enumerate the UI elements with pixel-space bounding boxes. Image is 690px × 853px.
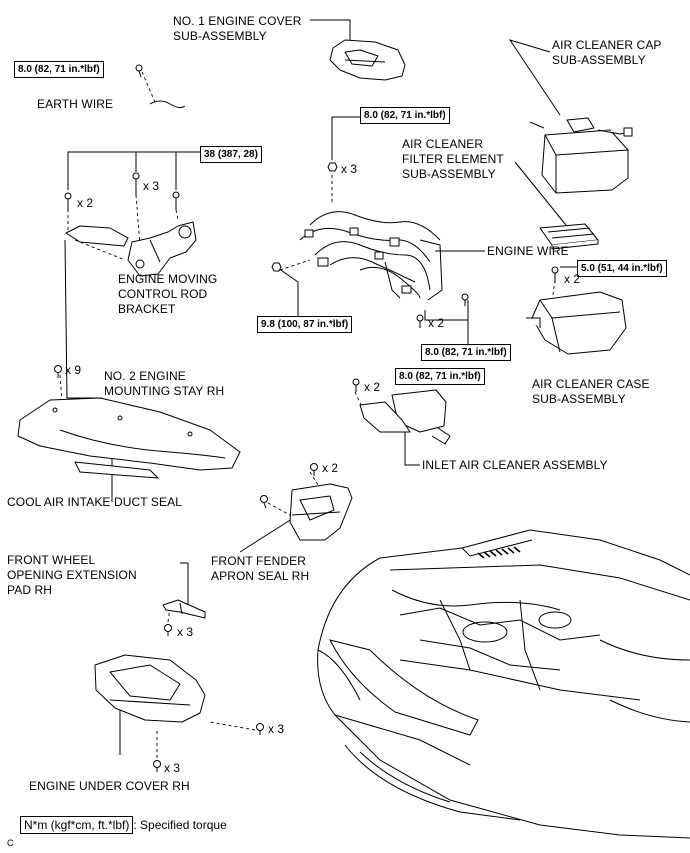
air-cleaner-case-part bbox=[526, 291, 627, 355]
clip-icon bbox=[260, 495, 268, 509]
cool-air-intake-label: COOL AIR INTAKE DUCT SEAL bbox=[7, 495, 182, 509]
mounting-stay-label: NO. 2 ENGINE MOUNTING STAY RH bbox=[104, 369, 225, 398]
corner-code: C bbox=[7, 838, 14, 848]
torque-legend: N*m (kgf*cm, ft.*lbf): Specified torque bbox=[20, 816, 227, 834]
engine-cover-label: NO. 1 ENGINE COVER SUB-ASSEMBLY bbox=[173, 14, 302, 43]
wheel-pad-qty: x 3 bbox=[177, 625, 194, 639]
nut-icon bbox=[271, 262, 282, 272]
fasteners bbox=[54, 64, 559, 772]
control-rod-bracket-part bbox=[127, 221, 197, 277]
mounting-stay-part bbox=[65, 225, 129, 247]
engine-cover-part bbox=[329, 39, 406, 81]
engine-under-cover-label: ENGINE UNDER COVER RH bbox=[29, 779, 190, 793]
clip-icon bbox=[164, 624, 172, 636]
engine-wire-lower-qty: x 2 bbox=[428, 316, 445, 330]
under-cover-right-qty: x 3 bbox=[268, 722, 285, 736]
control-rod-bracket-label: ENGINE MOVING CONTROL ROD BRACKET bbox=[118, 272, 218, 316]
air-cleaner-cap-part bbox=[529, 117, 633, 194]
air-cleaner-case-qty: x 2 bbox=[564, 272, 581, 286]
wheel-pad-part bbox=[162, 599, 206, 619]
legend-torque-text: : Specified torque bbox=[133, 818, 227, 832]
bolt-icon bbox=[416, 314, 424, 328]
bolt-icon bbox=[172, 191, 180, 210]
engine-wire-label: ENGINE WIRE bbox=[487, 244, 569, 258]
air-cleaner-case-torque: 5.0 (51, 44 in.*lbf) bbox=[577, 260, 667, 277]
clip-icon bbox=[256, 723, 264, 735]
fender-apron-qty: x 2 bbox=[322, 461, 339, 475]
inlet-air-cleaner-label: INLET AIR CLEANER ASSEMBLY bbox=[422, 458, 608, 472]
engine-wire-harness-part bbox=[299, 211, 443, 301]
clip-icon bbox=[310, 463, 318, 476]
bolt-icon bbox=[551, 266, 559, 283]
under-cover-bottom-qty: x 3 bbox=[164, 761, 181, 775]
mounting-stay-qty: x 9 bbox=[65, 363, 82, 377]
bolt-icon bbox=[135, 64, 143, 78]
rod-bracket-torque: 38 (387, 28) bbox=[200, 146, 262, 163]
filter-element-label: AIR CLEANER FILTER ELEMENT SUB-ASSEMBLY bbox=[402, 137, 504, 181]
bolt-icon bbox=[64, 192, 72, 212]
bolt-icon bbox=[461, 293, 469, 306]
hood-vent bbox=[477, 546, 521, 559]
bolt-icon bbox=[132, 172, 140, 196]
engine-wire-top-torque: 8.0 (82, 71 in.*lbf) bbox=[360, 107, 450, 124]
front-wheel-pad-label: FRONT WHEEL OPENING EXTENSION PAD RH bbox=[7, 553, 137, 597]
air-filter-element-part bbox=[539, 223, 599, 250]
air-cleaner-cap-label: AIR CLEANER CAP SUB-ASSEMBLY bbox=[552, 38, 662, 67]
rod-bracket-mid-qty: x 3 bbox=[143, 179, 160, 193]
fender-apron-seal-label: FRONT FENDER APRON SEAL RH bbox=[211, 554, 310, 583]
earth-wire-label: EARTH WIRE bbox=[37, 97, 114, 111]
clip-icon bbox=[54, 365, 62, 378]
engine-wire-right-torque: 8.0 (82, 71 in.*lbf) bbox=[421, 344, 511, 361]
fender-apron-seal-part bbox=[289, 483, 353, 541]
cool-air-intake-part bbox=[17, 397, 241, 479]
rod-bracket-left-qty: x 2 bbox=[77, 196, 94, 210]
engine-wire-left-torque: 9.8 (100, 87 in.*lbf) bbox=[257, 316, 353, 333]
clip-icon bbox=[153, 760, 161, 772]
earth-wire-part bbox=[149, 100, 186, 109]
bolt-icon bbox=[352, 378, 360, 392]
under-cover-part bbox=[94, 654, 206, 723]
engine-wire-top-qty: x 3 bbox=[341, 162, 358, 176]
legend-torque-symbol: N*m (kgf*cm, ft.*lbf) bbox=[20, 816, 134, 834]
air-cleaner-case-label: AIR CLEANER CASE SUB-ASSEMBLY bbox=[532, 377, 650, 406]
parts bbox=[17, 39, 633, 723]
earth-wire-torque: 8.0 (82, 71 in.*lbf) bbox=[14, 61, 104, 78]
inlet-air-cleaner-torque: 8.0 (82, 71 in.*lbf) bbox=[395, 368, 485, 385]
nut-icon bbox=[327, 162, 338, 172]
inlet-air-cleaner-qty: x 2 bbox=[364, 380, 381, 394]
inlet-air-cleaner-part bbox=[359, 389, 451, 445]
vehicle-front-outline bbox=[317, 529, 690, 839]
